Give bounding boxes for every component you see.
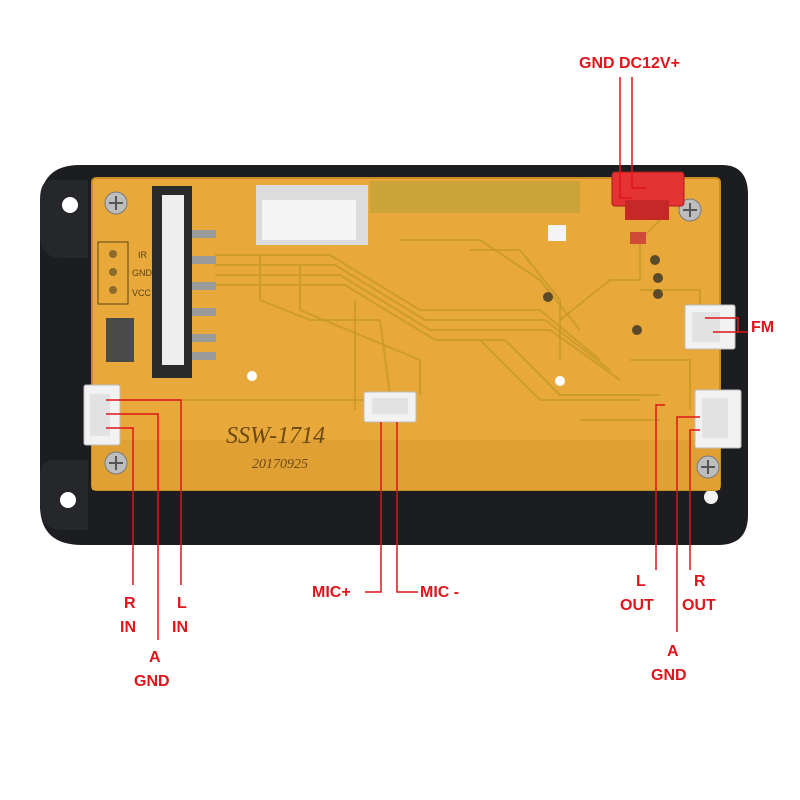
screws	[104, 191, 720, 479]
mic-minus-label: MIC -	[420, 584, 459, 601]
vcc-pin-label: VCC	[132, 288, 152, 298]
gold-strip	[370, 181, 580, 213]
fm-label: FM	[751, 319, 774, 336]
ir-header: IR GND VCC	[97, 241, 153, 362]
gnd-pin-label: GND	[132, 268, 153, 278]
r-out-label-line2: OUT	[682, 597, 716, 614]
pin-header	[152, 186, 216, 378]
l-out-label-line1: L	[636, 573, 646, 590]
mic-connector	[363, 391, 417, 423]
mount-hole	[704, 490, 718, 504]
ir-pin-label: IR	[138, 250, 148, 260]
a-gnd-in-label-line2: GND	[134, 673, 170, 690]
l-in-label-line1: L	[177, 595, 187, 612]
r-in-label-line1: R	[124, 595, 136, 612]
a-gnd-out-label-line2: GND	[651, 667, 687, 684]
l-out-label-line2: OUT	[620, 597, 654, 614]
audio-out-connector	[694, 389, 742, 449]
components	[247, 225, 663, 386]
board-model: SSW-1714	[226, 423, 325, 449]
power-label: GND DC12V+	[579, 55, 680, 72]
mount-hole	[62, 197, 78, 213]
fm-connector	[684, 304, 736, 350]
r-in-label-line2: IN	[120, 619, 136, 636]
a-gnd-in-label-line1: A	[149, 649, 161, 666]
mic-plus-label: MIC+	[312, 584, 351, 601]
leader-lines	[106, 77, 748, 640]
mount-hole	[60, 492, 76, 508]
board-date-code: 20170925	[252, 457, 308, 472]
audio-in-connector	[83, 384, 121, 446]
r-out-label-line1: R	[694, 573, 706, 590]
a-gnd-out-label-line1: A	[667, 643, 679, 660]
l-in-label-line2: IN	[172, 619, 188, 636]
